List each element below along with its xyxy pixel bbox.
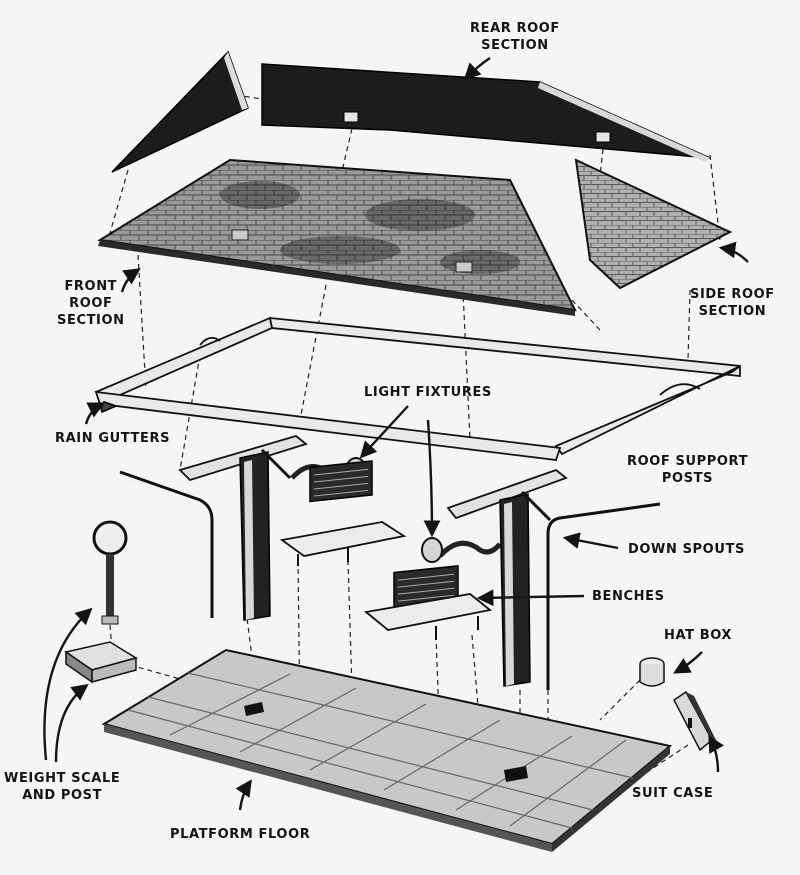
label-line: SECTION bbox=[481, 38, 549, 53]
bench-upper bbox=[279, 460, 407, 566]
side-roof-section bbox=[574, 158, 733, 290]
label-line: ROOF SUPPORT bbox=[627, 454, 749, 469]
arrow-down-spouts bbox=[562, 532, 619, 550]
arrow-benches bbox=[476, 589, 585, 607]
arrow-suit-case bbox=[708, 735, 724, 773]
roof-support-post-right bbox=[446, 468, 568, 687]
arrow-light-fixture-right bbox=[423, 419, 441, 538]
label-roof-support-posts: ROOF SUPPORT POSTS bbox=[627, 453, 748, 487]
label-weight-scale-and-post: WEIGHT SCALE AND POST bbox=[4, 770, 120, 804]
label-rear-roof-section: REAR ROOF SECTION bbox=[470, 20, 560, 54]
arrow-rain-gutters bbox=[84, 402, 106, 425]
label-rain-gutters: RAIN GUTTERS bbox=[55, 431, 171, 446]
label-line: ROOF bbox=[69, 296, 113, 311]
arrow-weight-scale bbox=[43, 607, 93, 761]
pointer-arrows bbox=[43, 57, 749, 811]
arrow-platform-floor bbox=[235, 779, 252, 811]
arrow-weight-scale-base bbox=[54, 684, 89, 763]
label-side-roof-section: SIDE ROOF SECTION bbox=[690, 286, 775, 320]
label-front-roof-section: FRONT ROOF SECTION bbox=[57, 278, 125, 329]
label-line: POSTS bbox=[661, 471, 714, 486]
label-line: AND POST bbox=[22, 788, 103, 803]
label-line: SECTION bbox=[698, 304, 767, 319]
down-spout-right bbox=[546, 502, 661, 690]
hat-box bbox=[639, 657, 665, 687]
label-line: SIDE ROOF bbox=[690, 287, 775, 302]
label-light-fixtures: LIGHT FIXTURES bbox=[364, 385, 492, 400]
label-benches: BENCHES bbox=[592, 589, 665, 604]
label-line: FRONT bbox=[64, 279, 118, 294]
rain-gutters-frame bbox=[94, 316, 741, 461]
rear-roof-section bbox=[261, 63, 711, 162]
label-suit-case: SUIT CASE bbox=[632, 786, 714, 801]
arrow-light-fixture-left bbox=[359, 405, 409, 459]
label-down-spouts: DOWN SPOUTS bbox=[628, 542, 745, 557]
bench-lower bbox=[363, 565, 493, 640]
roof-support-post-left bbox=[178, 435, 308, 621]
front-roof-end-piece bbox=[111, 50, 249, 173]
label-line: REAR ROOF bbox=[470, 21, 560, 36]
arrow-rear-roof bbox=[463, 57, 491, 81]
arrow-front-roof bbox=[120, 268, 141, 293]
arrow-hat-box bbox=[673, 651, 703, 674]
label-hat-box: HAT BOX bbox=[664, 628, 733, 643]
arrow-side-roof bbox=[718, 241, 749, 263]
front-roof-section bbox=[97, 158, 577, 316]
platform-floor bbox=[101, 648, 673, 852]
label-line: SECTION bbox=[57, 313, 125, 328]
weight-scale-and-post bbox=[64, 520, 138, 684]
light-fixture-right bbox=[421, 537, 502, 563]
down-spout-left bbox=[119, 470, 214, 618]
label-platform-floor: PLATFORM FLOOR bbox=[170, 827, 311, 842]
label-line: WEIGHT SCALE bbox=[4, 771, 121, 786]
